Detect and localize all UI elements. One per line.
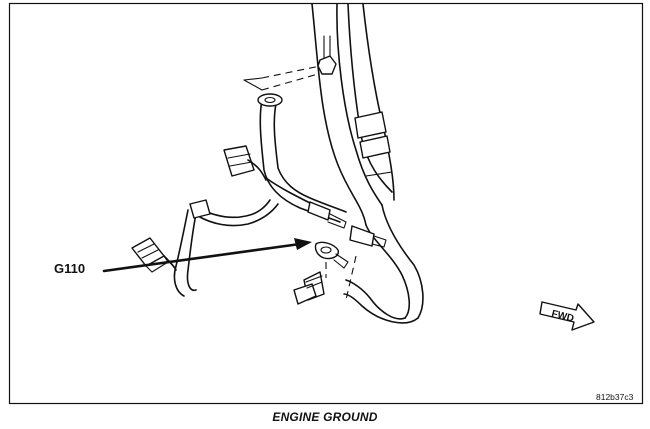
- figure-code: 812b37c3: [596, 392, 634, 402]
- figure-frame: [8, 2, 644, 405]
- fwd-label: FWD: [550, 308, 575, 324]
- branch-harness: [223, 93, 347, 229]
- g110-callout-label: G110: [54, 261, 86, 276]
- figure-caption: ENGINE GROUND: [272, 410, 378, 424]
- upper-stud: [243, 35, 337, 91]
- main-harness: [311, 3, 424, 324]
- fwd-direction-arrow: FWD: [539, 301, 595, 331]
- left-harness: [131, 199, 279, 297]
- ground-eyelet-and-bolt: [293, 241, 357, 305]
- g110-leader-arrow: [102, 238, 312, 273]
